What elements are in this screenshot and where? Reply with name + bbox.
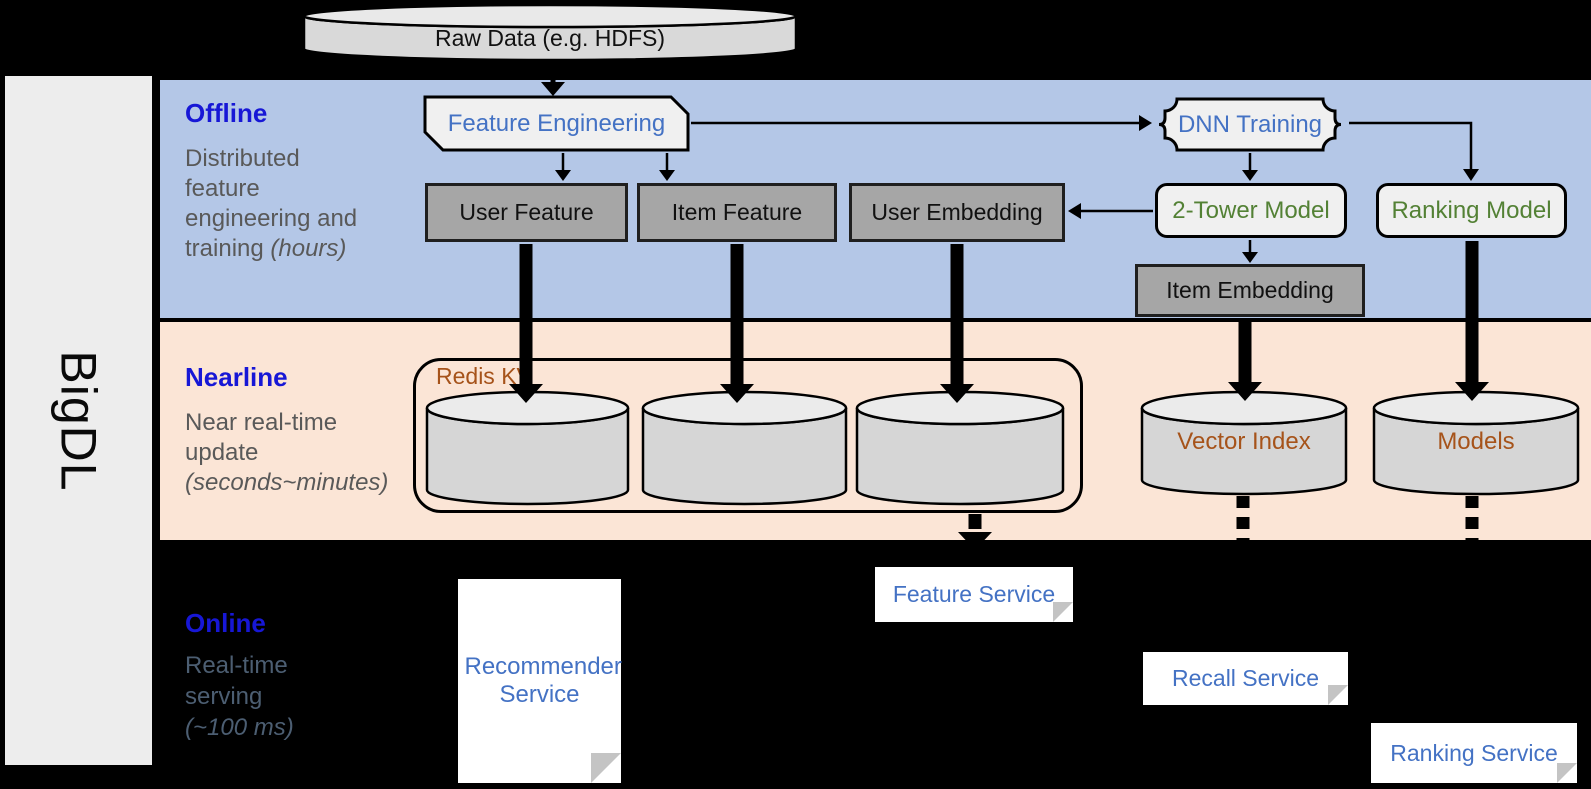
online-desc-line1: Real-time [185, 652, 288, 679]
raw-data-cylinder-shape [302, 3, 798, 62]
dnn-training-label: DNN Training [1177, 110, 1323, 138]
nearline-desc-line2: update [185, 439, 259, 466]
models-shape [1372, 390, 1580, 496]
offline-desc-line1: Distributed [185, 145, 300, 172]
redis-cylinder-1-shape [425, 390, 630, 506]
redis-cylinder-1 [425, 390, 630, 508]
models-label: Models [1437, 428, 1515, 455]
ranking-model-label: Ranking Model [1391, 196, 1552, 224]
online-desc-latency: (~100 ms) [185, 714, 294, 741]
offline-desc-tail: training [185, 235, 271, 262]
nearline-desc-seconds: (seconds~minutes) [185, 469, 389, 496]
vector-index-label: Vector Index [1177, 428, 1311, 455]
node-ranking-service: Ranking Service [1371, 723, 1577, 783]
offline-desc-hours: (hours) [270, 235, 347, 262]
online-heading: Online [185, 608, 266, 638]
vector-index-shape [1140, 390, 1348, 496]
folded-corner-icon [1053, 602, 1073, 622]
raw-data-label: Raw Data (e.g. HDFS) [434, 25, 666, 51]
bigdl-vertical-title: BigDL [5, 76, 152, 765]
dnn-training-shape [1158, 97, 1342, 152]
user-feature-label: User Feature [459, 199, 594, 225]
node-recommender-service: Recommender Service [458, 579, 622, 783]
node-item-embedding: Item Embedding [1135, 264, 1365, 317]
node-dnn-training: DNN Training [1153, 97, 1347, 152]
vector-index-cylinder: Vector Index [1140, 390, 1348, 498]
bigdl-label: BigDL [50, 349, 107, 492]
nearline-desc-line1: Near real-time [185, 409, 338, 436]
models-cylinder: Models [1372, 390, 1580, 498]
node-user-feature: User Feature [425, 183, 628, 242]
online-desc-line2: serving [185, 683, 263, 710]
redis-cylinder-2 [641, 390, 848, 508]
feature-service-label: Feature Service [892, 581, 1056, 607]
node-feature-service: Feature Service [875, 567, 1073, 622]
raw-data-cylinder: Raw Data (e.g. HDFS) [302, 3, 798, 62]
ranking-service-label: Ranking Service [1390, 739, 1558, 766]
node-two-tower-model: 2-Tower Model [1155, 183, 1347, 238]
folded-corner-icon [1328, 685, 1348, 705]
redis-cylinder-3-shape [855, 390, 1065, 506]
recall-service-label: Recall Service [1172, 665, 1319, 691]
nearline-description: Near real-time update (seconds~minutes) [185, 408, 455, 498]
two-tower-model-label: 2-Tower Model [1172, 196, 1330, 224]
item-embedding-label: Item Embedding [1166, 277, 1334, 303]
offline-description: Distributed feature engineering and trai… [185, 144, 435, 264]
sidebar: BigDL [5, 76, 152, 765]
recommender-service-label: Recommender Service [464, 653, 622, 708]
nearline-heading: Nearline [185, 362, 288, 392]
online-description: Real-time serving (~100 ms) [185, 650, 385, 743]
redis-cylinder-2-shape [641, 390, 848, 506]
node-recall-service: Recall Service [1143, 652, 1348, 705]
node-ranking-model: Ranking Model [1376, 183, 1567, 238]
folded-corner-icon [1557, 763, 1577, 783]
offline-desc-line3: engineering and [185, 205, 358, 232]
redis-cylinder-3 [855, 390, 1065, 508]
node-user-embedding: User Embedding [849, 183, 1065, 242]
node-item-feature: Item Feature [637, 183, 837, 242]
user-embedding-label: User Embedding [871, 199, 1043, 225]
item-feature-label: Item Feature [671, 199, 803, 225]
folded-corner-icon [591, 753, 621, 783]
node-feature-engineering: Feature Engineering [423, 95, 690, 152]
offline-desc-line4: training (hours) [185, 234, 435, 264]
offline-desc-line2: feature [185, 175, 260, 202]
feature-engineering-shape [423, 95, 690, 152]
offline-heading: Offline [185, 98, 268, 128]
redis-kv-label: Redis KV [436, 363, 532, 389]
feature-engineering-label: Feature Engineering [447, 109, 666, 137]
